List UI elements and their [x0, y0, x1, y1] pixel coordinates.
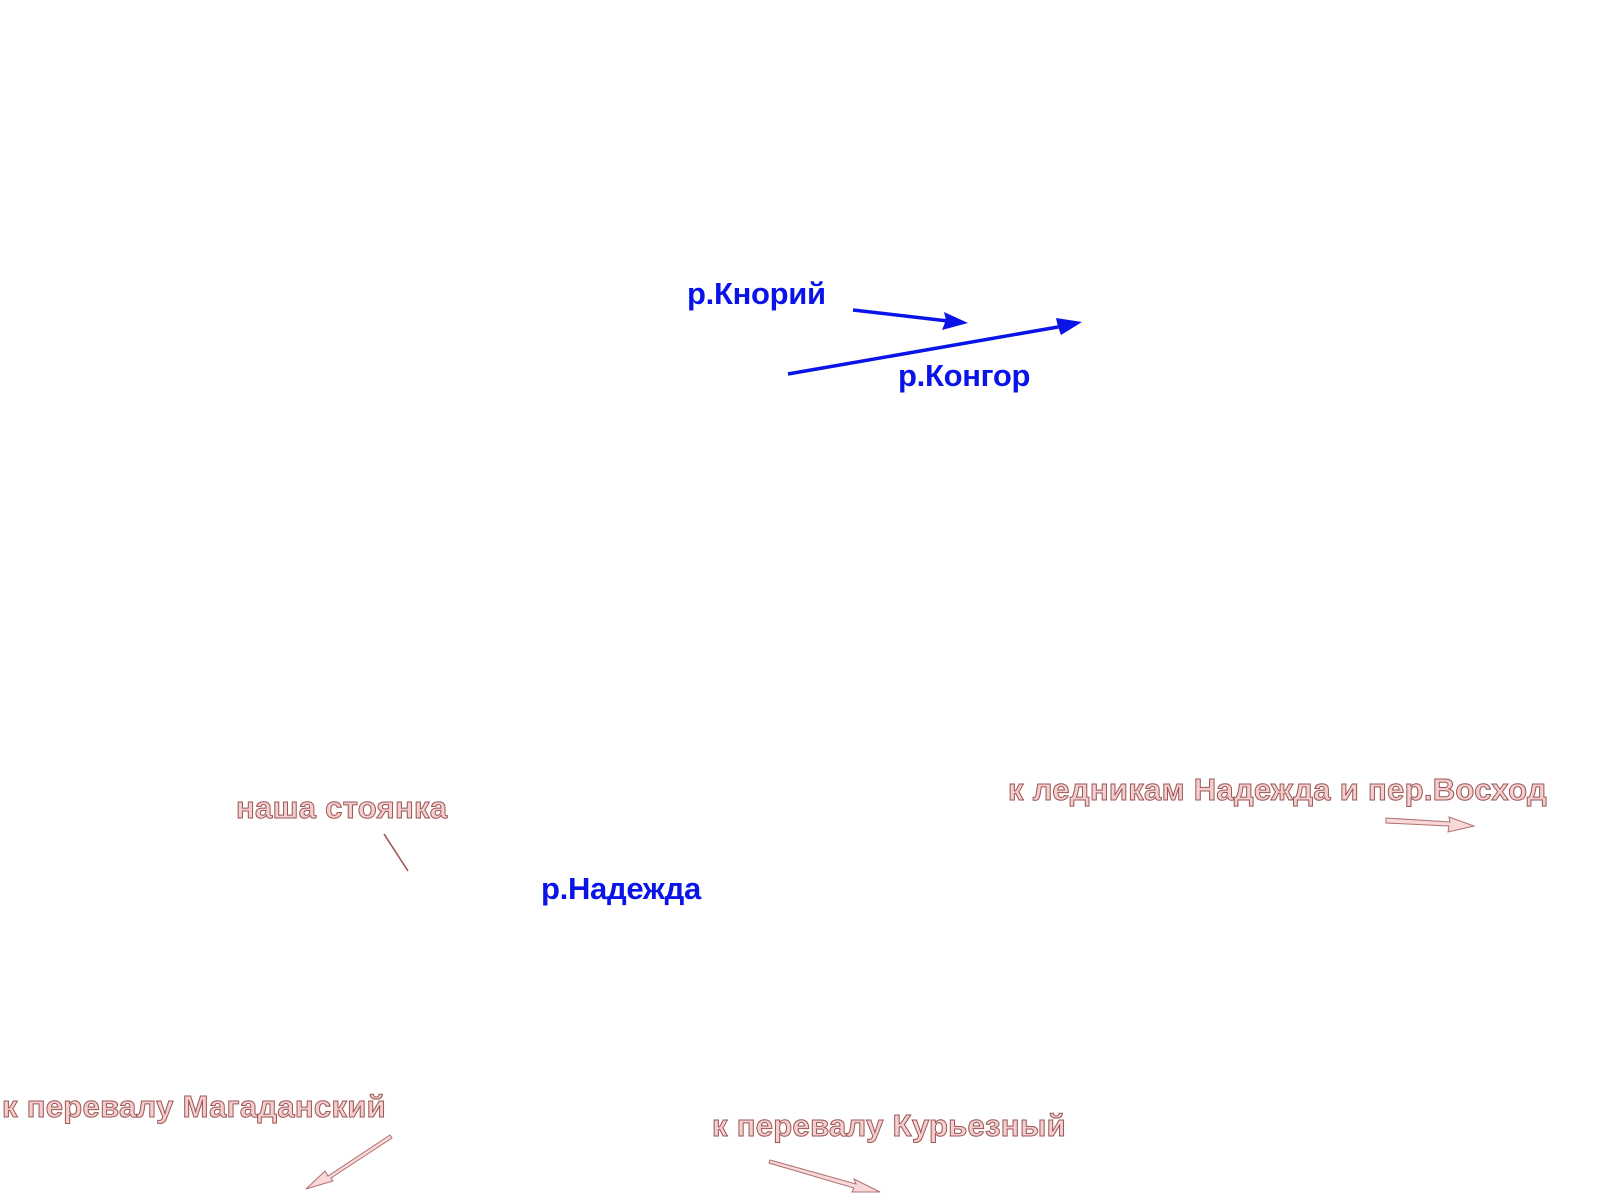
magadansky-arrow — [305, 1134, 393, 1190]
route-label-glaciers: к ледникам Надежда и пер.Восход — [1008, 772, 1548, 807]
route-label-magadansky: к перевалу Магаданский — [1, 1089, 387, 1124]
glaciers-arrow — [1385, 816, 1476, 833]
knoriy-arrow-shaft — [852, 308, 949, 323]
kongor-arrow-shaft — [787, 325, 1059, 376]
camp-pointer-line — [383, 833, 409, 872]
river-label-nadezhda: р.Надежда — [541, 871, 701, 906]
river-label-knoriy: р.Кнорий — [687, 276, 826, 311]
river-label-kongor: р.Конгор — [898, 358, 1031, 393]
knoriy-arrow-head — [942, 312, 968, 330]
kuryezny-arrow — [768, 1159, 881, 1193]
route-label-kuryezny: к перевалу Курьезный — [712, 1108, 1067, 1143]
kongor-arrow-head — [1056, 318, 1082, 335]
route-label-camp: наша стоянка — [235, 790, 448, 825]
